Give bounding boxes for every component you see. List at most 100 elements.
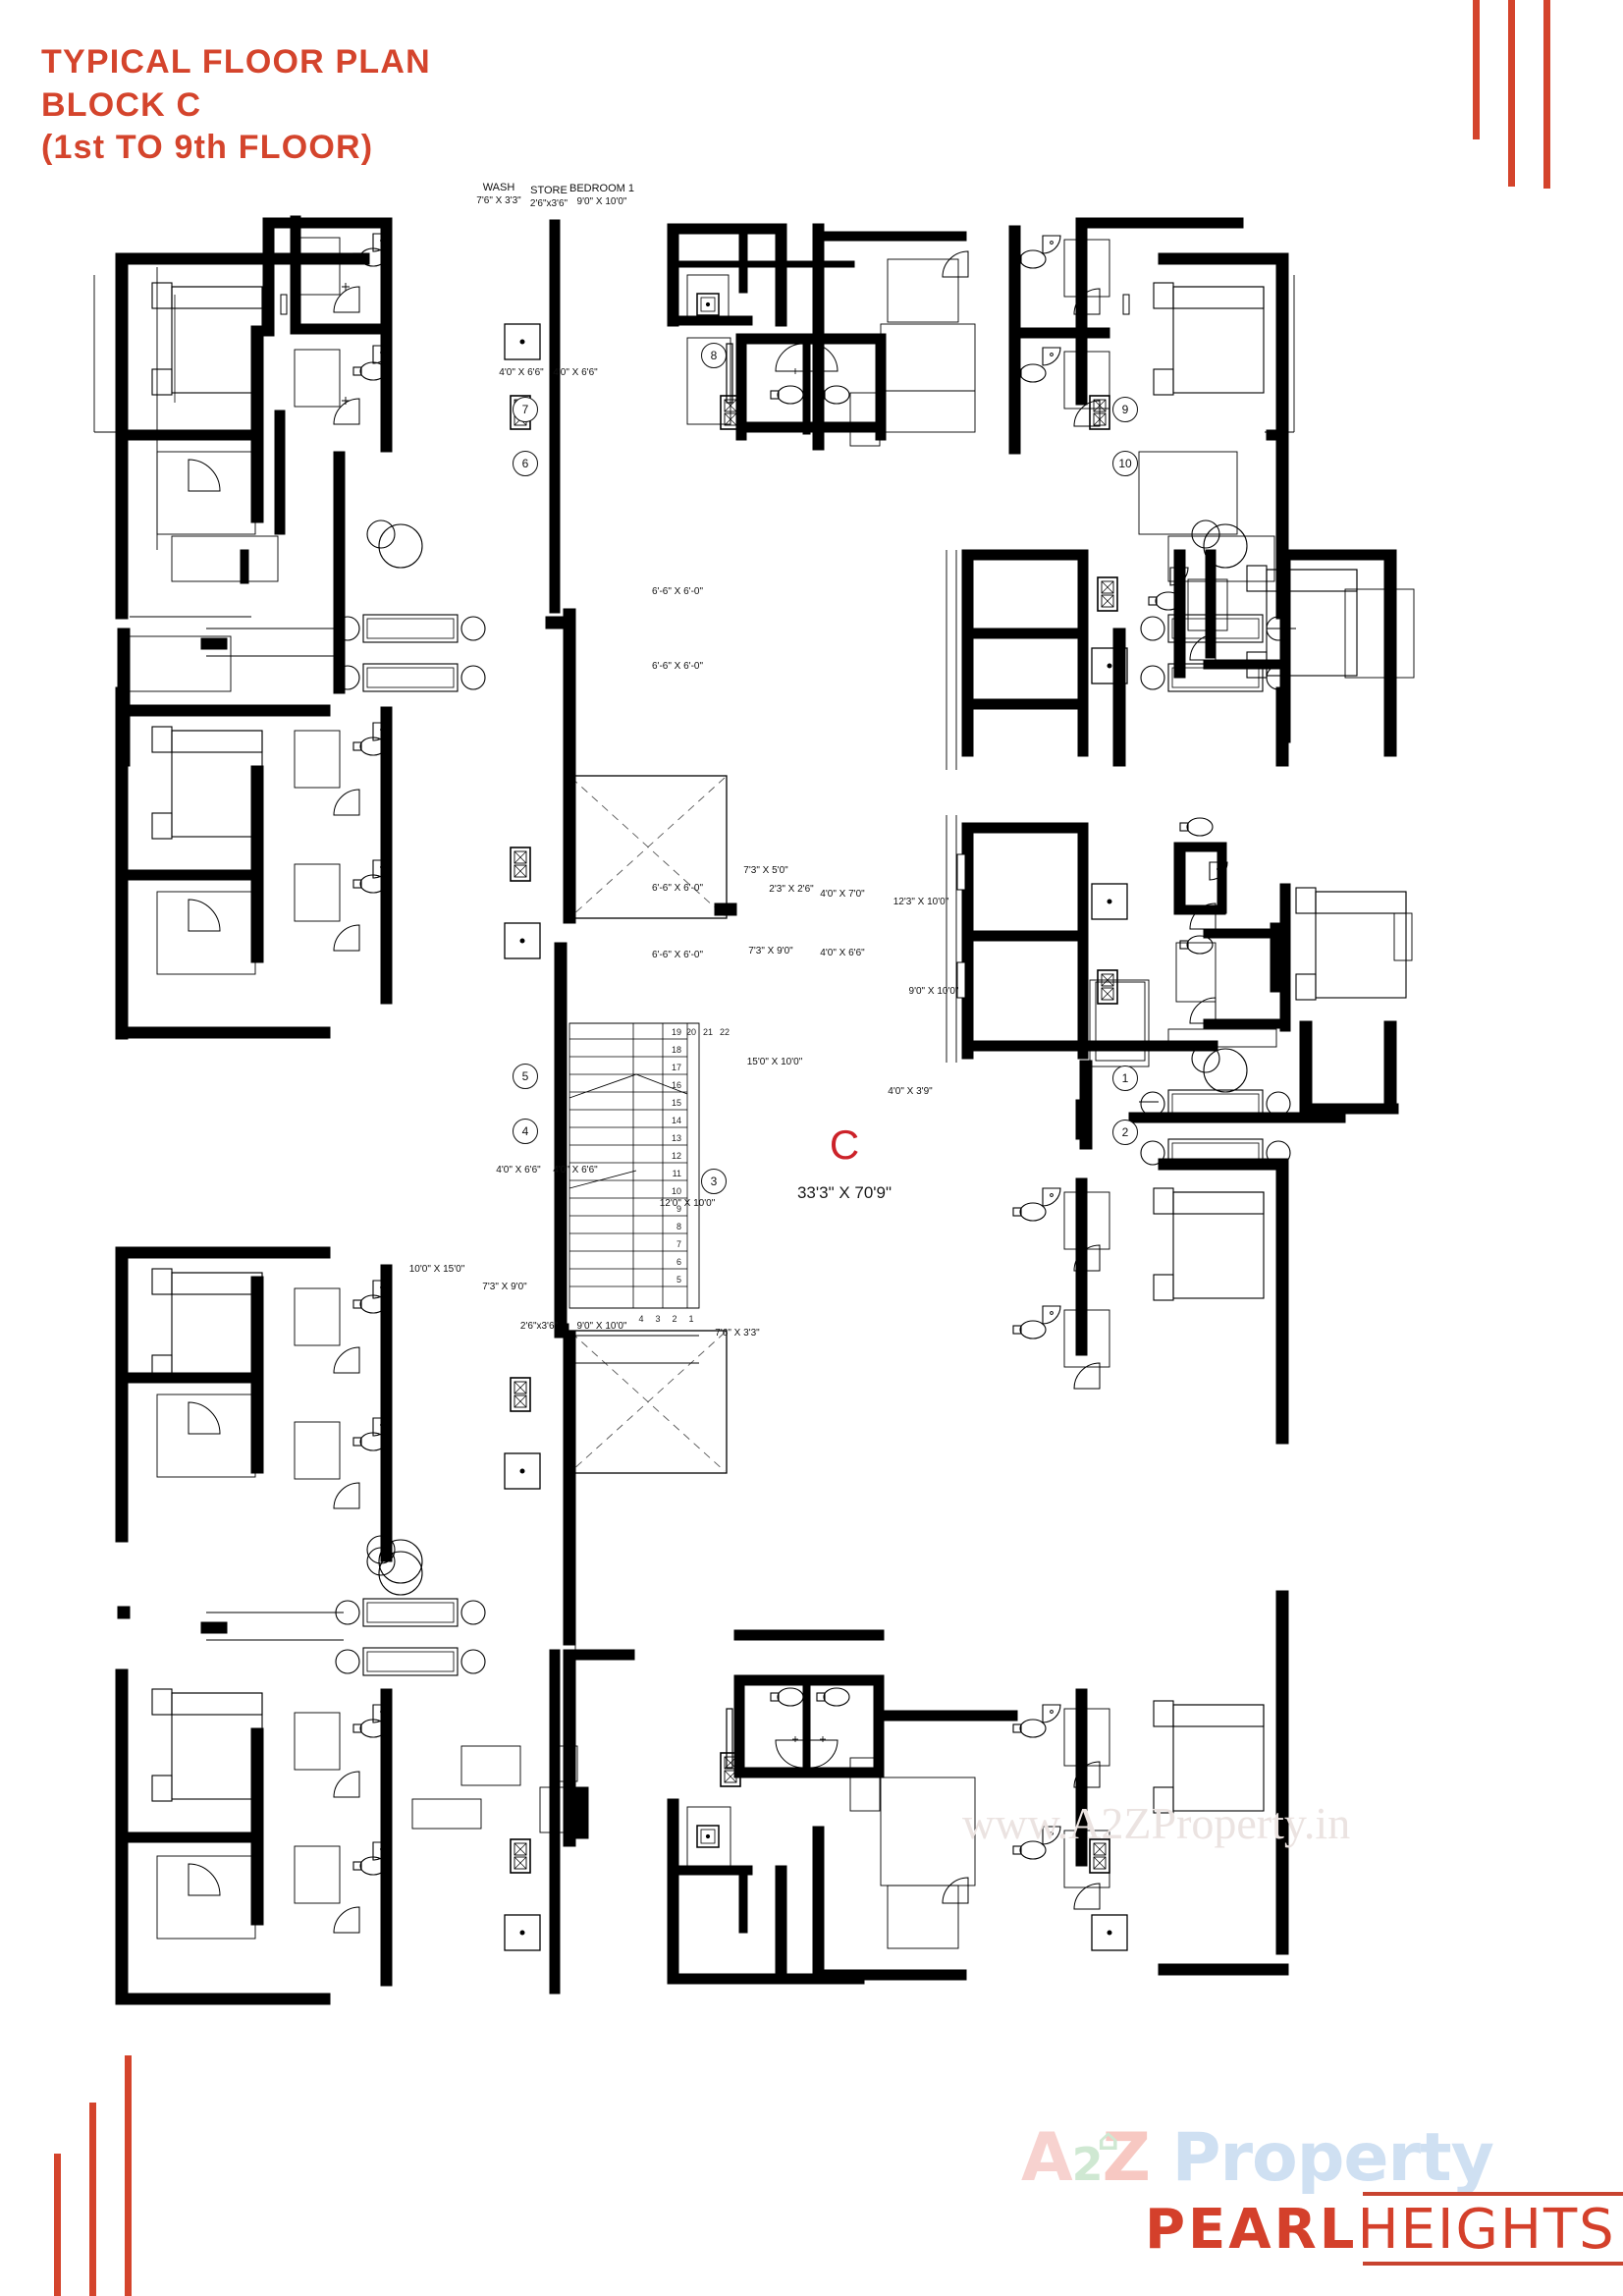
a2z-property-logo: ⌂ A2Z Property (1021, 2119, 1494, 2197)
room-dimensions: 4'0" X 3'9" (888, 1086, 933, 1097)
room-label: 4'0" X 6'6" (553, 367, 597, 380)
room-dimensions: 4'0" X 6'6" (499, 367, 544, 378)
room-dimensions: 4'0" X 7'0" (820, 889, 865, 900)
block-centre-label: C 33'3" X 70'9" (776, 1124, 913, 1203)
stair-tread-number: 11 (672, 1169, 681, 1178)
room-label: 12'3" X 10'0" (893, 897, 949, 909)
room-label: 6'-6" X 6'-0" (652, 950, 703, 962)
logo-letter-2: 2 (1071, 2138, 1104, 2191)
decorative-rule (1543, 0, 1550, 189)
stair-tread-number: 19 (671, 1027, 681, 1037)
stair-tread-number: 6 (676, 1257, 681, 1267)
room-dimensions: 7'6" X 3'3" (715, 1328, 760, 1339)
room-label: 12'0" X 10'0" (660, 1198, 716, 1211)
room-dimensions: 2'6"x3'6" (519, 1321, 559, 1332)
room-label: 4'0" X 6'6" (499, 367, 543, 380)
grid-marker-4: 4 (513, 1119, 538, 1144)
room-label: 7'3" X 9'0" (748, 946, 792, 958)
stair-tread-number: 3 (655, 1314, 661, 1324)
room-dimensions: 6'-6" X 6'-0" (651, 950, 704, 960)
grid-marker-8: 8 (701, 343, 727, 368)
stair-tread-number: 21 (702, 1027, 713, 1037)
stair-tread-number: 22 (719, 1027, 730, 1037)
logo-rule-top (1363, 2192, 1623, 2196)
block-dimensions: 33'3" X 70'9" (796, 1183, 893, 1202)
logo-word-heights: HEIGHTS (1357, 2198, 1616, 2262)
room-label: 4'0" X 6'6" (496, 1165, 540, 1177)
title-line-3: (1st TO 9th FLOOR) (41, 129, 374, 167)
room-label: 6'-6" X 6'-0" (652, 883, 703, 896)
room-label: 9'0" X 10'0" (909, 986, 959, 999)
decorative-rules-top-right (1473, 0, 1571, 196)
room-dimensions: 6'-6" X 6'-0" (651, 586, 704, 597)
stair-tread-number: 10 (671, 1186, 681, 1196)
room-label: 2'3" X 2'6" (769, 884, 813, 897)
stair-tread-number: 18 (671, 1045, 681, 1055)
stair-tread-number: 13 (671, 1133, 681, 1143)
grid-marker-2: 2 (1112, 1120, 1138, 1145)
room-label: 4'0" X 6'6" (553, 1165, 597, 1177)
room-dimensions: 7'3" X 5'0" (743, 865, 788, 876)
room-dimensions: 9'0" X 10'0" (908, 986, 959, 997)
stair-tread-number: 1 (688, 1314, 694, 1324)
stair-tread-number: 8 (676, 1222, 681, 1231)
room-dimensions: 4'0" X 6'6" (553, 367, 598, 378)
room-dimensions: 12'0" X 10'0" (659, 1198, 716, 1209)
room-dimensions: 7'3" X 9'0" (482, 1282, 527, 1292)
room-dimensions: 4'0" X 6'6" (820, 948, 865, 958)
room-label: 4'0" X 7'0" (820, 889, 864, 902)
room-label: 15'0" X 10'0" (747, 1057, 803, 1069)
stair-tread-number: 4 (638, 1314, 644, 1324)
stair-tread-number: 20 (685, 1027, 696, 1037)
stair-tread-number: 15 (671, 1098, 681, 1108)
block-letter: C (829, 1121, 860, 1168)
room-dimensions: 4'0" X 6'6" (553, 1165, 598, 1175)
room-label: 6'-6" X 6'-0" (652, 661, 703, 674)
room-label: 4'0" X 3'9" (888, 1086, 932, 1099)
grid-marker-7: 7 (513, 397, 538, 422)
stair-tread-number: 7 (676, 1239, 681, 1249)
room-dimensions: 10'0" X 15'0" (408, 1264, 465, 1275)
grid-marker-9: 9 (1112, 397, 1138, 422)
stair-tread-number: 2 (672, 1314, 677, 1324)
decorative-rule (1473, 0, 1480, 139)
logo-rule-bottom (1363, 2262, 1623, 2266)
room-dimensions: 6'-6" X 6'-0" (651, 661, 704, 672)
room-label: 4'0" X 6'6" (820, 948, 864, 960)
logo-word-property: Property (1171, 2119, 1494, 2197)
stair-tread-number: 12 (671, 1151, 681, 1161)
room-label: 7'3" X 5'0" (743, 865, 787, 878)
room-dimensions: 7'3" X 9'0" (748, 946, 793, 957)
room-label: 9'0" X 10'0" (577, 1321, 627, 1334)
room-label: 7'6" X 3'3" (715, 1328, 759, 1340)
logo-word-pearl: PEARL (1145, 2198, 1358, 2262)
title-line-2: BLOCK C (41, 85, 202, 124)
title-line-1: TYPICAL FLOOR PLAN (41, 43, 431, 81)
decorative-rules-bottom-left (54, 2042, 162, 2296)
logo-letter-z: Z (1102, 2119, 1151, 2197)
room-name: WASH (482, 182, 515, 193)
room-dimensions: 4'0" X 6'6" (496, 1165, 541, 1175)
room-dimensions: 2'3" X 2'6" (769, 884, 814, 895)
room-label: 6'-6" X 6'-0" (652, 586, 703, 599)
stair-tread-number: 9 (676, 1204, 681, 1214)
decorative-rule (89, 2103, 96, 2296)
room-dimensions: 15'0" X 10'0" (746, 1057, 803, 1067)
room-dimensions: 2'6"x3'6" (529, 197, 568, 209)
room-dimensions: 9'0" X 10'0" (576, 1321, 627, 1332)
room-label: 10'0" X 15'0" (409, 1264, 465, 1277)
grid-marker-3: 3 (701, 1169, 727, 1194)
room-dimensions: 9'0" X 10'0" (576, 195, 627, 207)
room-dimensions: 7'6" X 3'3" (476, 194, 521, 206)
decorative-rule (54, 2154, 61, 2296)
room-label: 2'6"x3'6" (520, 1321, 558, 1334)
stair-tread-number: 16 (671, 1080, 681, 1090)
room-name: STORE (530, 185, 568, 196)
room-name: BEDROOM 1 (568, 183, 635, 194)
page-title: TYPICAL FLOOR PLAN BLOCK C (1st TO 9th F… (41, 41, 431, 170)
